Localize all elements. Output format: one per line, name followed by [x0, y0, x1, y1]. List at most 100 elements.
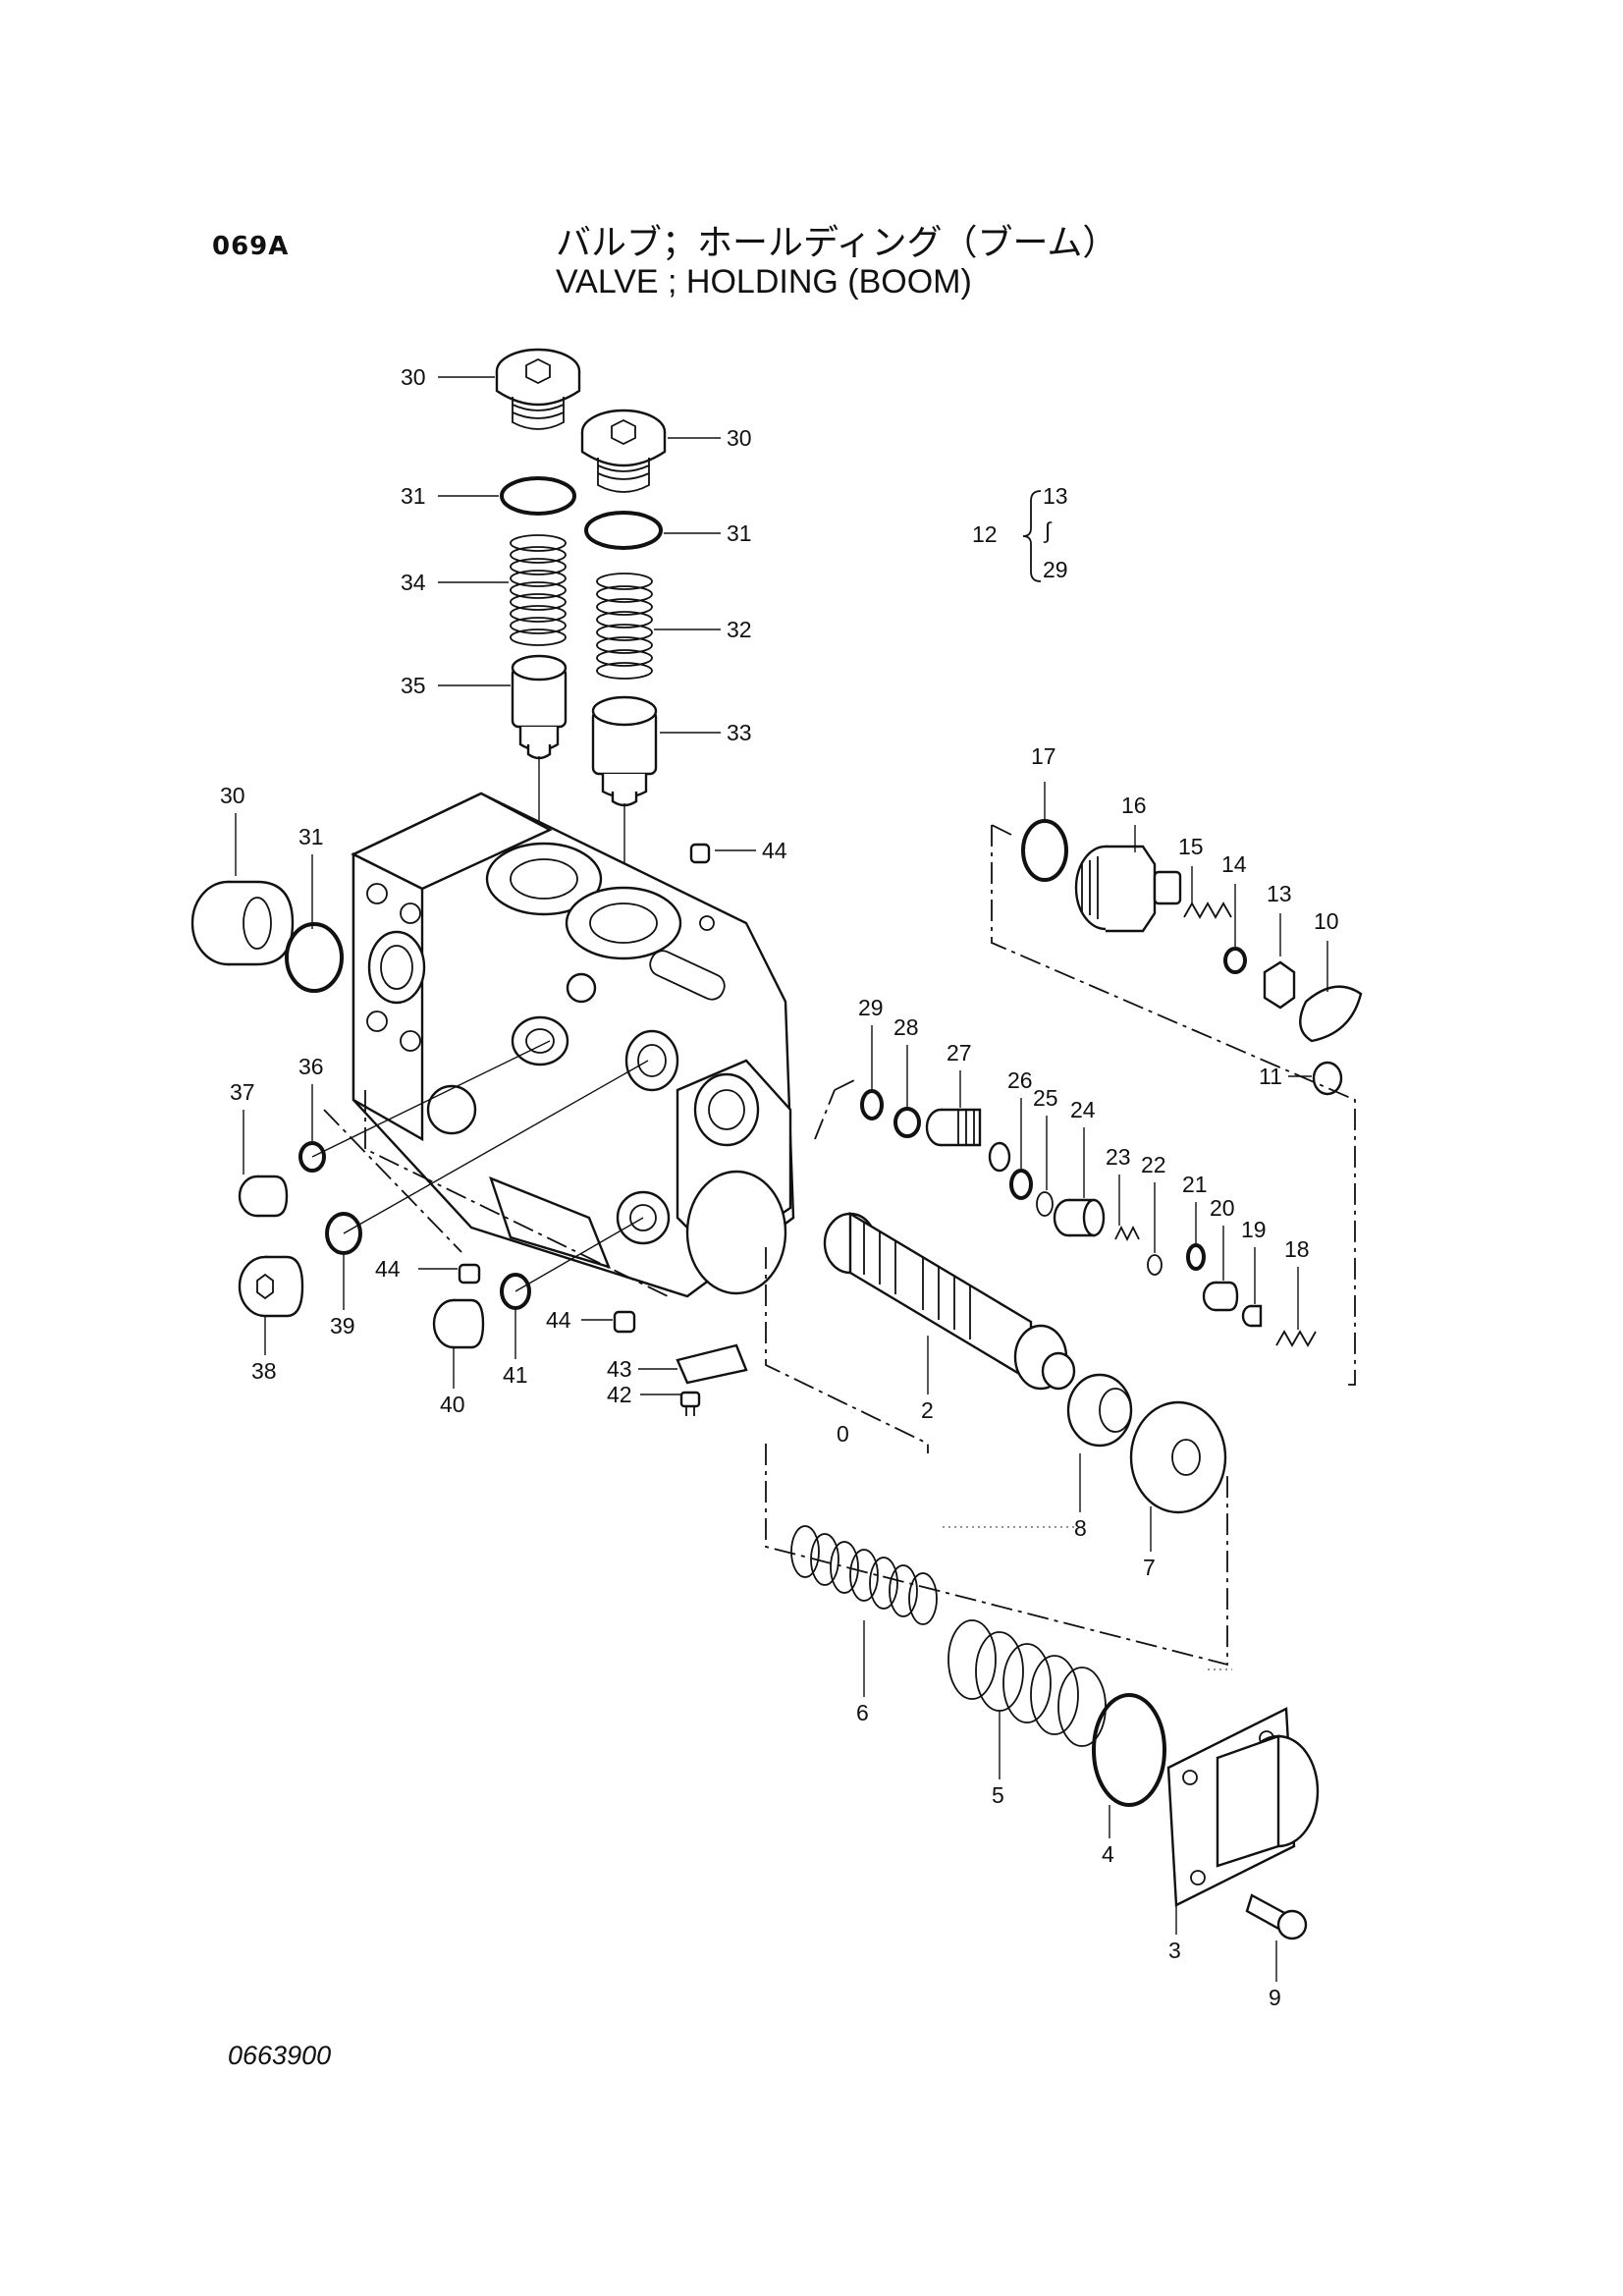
- poppet-35: [511, 654, 568, 760]
- callout-15: 15: [1178, 834, 1204, 859]
- spring-34: [510, 534, 567, 646]
- callout-44-left: 44: [375, 1256, 401, 1282]
- o-ring-31-top-left: [500, 476, 576, 516]
- callout-5: 5: [992, 1782, 1004, 1808]
- callout-28: 28: [893, 1014, 919, 1040]
- phantom-lines-middle: [814, 1079, 855, 1140]
- ring-21: [1186, 1243, 1206, 1271]
- spring-18: [1275, 1330, 1317, 1347]
- callout-30-top-left: 30: [401, 364, 426, 390]
- callout-7: 7: [1143, 1555, 1156, 1580]
- callout-30-left: 30: [220, 783, 245, 808]
- callout-numbers: 30 30 31 31 34 32 35 33 30 31 44 17 16 1…: [220, 364, 1339, 2010]
- callout-19: 19: [1241, 1217, 1267, 1242]
- screw-42: [679, 1391, 701, 1416]
- callout-34: 34: [401, 570, 426, 595]
- callout-37: 37: [230, 1079, 255, 1105]
- callout-43: 43: [607, 1356, 632, 1382]
- callout-23: 23: [1106, 1144, 1131, 1170]
- callout-10: 10: [1314, 908, 1339, 934]
- cap-11: [1312, 1061, 1343, 1096]
- callout-41: 41: [503, 1362, 528, 1388]
- plug-38: [238, 1255, 304, 1318]
- sleeve-27: [925, 1108, 1011, 1173]
- callout-31-left: 31: [298, 824, 324, 849]
- ring-8: [1066, 1373, 1133, 1448]
- plug-37: [238, 1175, 289, 1218]
- title-english: VALVE ; HOLDING (BOOM): [556, 263, 972, 301]
- callout-11: 11: [1259, 1064, 1282, 1089]
- phantom-lines-left: [323, 1090, 669, 1297]
- ring-28: [893, 1107, 921, 1138]
- callout-22: 22: [1141, 1152, 1166, 1177]
- plug-20: [1202, 1281, 1239, 1312]
- callout-44-top: 44: [762, 838, 787, 863]
- plug-44-small-top: [689, 843, 711, 864]
- callout-4: 4: [1102, 1841, 1114, 1867]
- spring-23: [1114, 1225, 1140, 1242]
- plug-30-top-right: [580, 409, 667, 493]
- kit-range-symbol: ∫: [1043, 518, 1053, 543]
- callout-24: 24: [1070, 1097, 1096, 1122]
- callout-14: 14: [1221, 851, 1247, 877]
- spring-15: [1183, 902, 1232, 919]
- plug-30-left: [190, 880, 295, 966]
- callout-30-top-right: 30: [727, 425, 752, 451]
- phantom-line-0: [765, 1247, 929, 1453]
- o-ring-31-left: [285, 922, 344, 993]
- callout-35: 35: [401, 673, 426, 698]
- callout-38: 38: [251, 1358, 277, 1384]
- brace-icon: [1022, 490, 1042, 582]
- callout-16: 16: [1121, 793, 1147, 818]
- callout-33: 33: [727, 720, 752, 745]
- callout-32: 32: [727, 617, 752, 642]
- check-valve-16: [1074, 845, 1182, 933]
- valve-body: [351, 792, 795, 1298]
- callout-36: 36: [298, 1054, 324, 1079]
- callout-21: 21: [1182, 1172, 1208, 1197]
- callout-2: 2: [921, 1397, 934, 1423]
- sleeve-24: [1053, 1198, 1106, 1237]
- callout-18: 18: [1284, 1236, 1310, 1262]
- leader-lines: [235, 376, 1328, 1982]
- poppet-33: [591, 695, 658, 807]
- phantom-lines-right-upper-start: [991, 824, 1012, 836]
- plug-30-top-left: [495, 348, 581, 430]
- callout-44-bottom: 44: [546, 1307, 571, 1333]
- kit-range-start: 13: [1043, 483, 1068, 509]
- cover-3: [1166, 1707, 1320, 1907]
- spring-5: [947, 1619, 1107, 1747]
- callout-27: 27: [947, 1040, 972, 1066]
- callout-39: 39: [330, 1313, 355, 1339]
- phantom-lines-lower: [765, 1444, 1228, 1667]
- callout-13: 13: [1267, 881, 1292, 906]
- clip-10: [1299, 985, 1363, 1043]
- plug-40: [432, 1298, 485, 1349]
- spring-6: [790, 1525, 938, 1625]
- o-ring-31-top-right: [584, 511, 663, 550]
- pin-19: [1241, 1304, 1263, 1328]
- bolt-9: [1245, 1893, 1308, 1941]
- callout-8: 8: [1074, 1515, 1087, 1541]
- o-ring-39: [325, 1212, 362, 1255]
- callout-42: 42: [607, 1382, 632, 1407]
- plate-43: [676, 1343, 748, 1385]
- callout-3: 3: [1168, 1938, 1181, 1963]
- o-ring-26: [1009, 1169, 1033, 1200]
- callout-6: 6: [856, 1700, 869, 1725]
- spring-32: [596, 573, 653, 680]
- washer-7: [1129, 1400, 1227, 1514]
- callout-26: 26: [1007, 1067, 1033, 1093]
- callout-0: 0: [837, 1421, 849, 1447]
- plug-44-small-b: [613, 1310, 636, 1334]
- ring-14: [1223, 947, 1247, 974]
- callout-20: 20: [1210, 1195, 1235, 1221]
- ring-22: [1147, 1254, 1163, 1276]
- callout-40: 40: [440, 1392, 465, 1417]
- kit-range-end: 29: [1043, 557, 1068, 582]
- callout-29: 29: [858, 995, 884, 1020]
- callout-31-top-left: 31: [401, 483, 426, 509]
- nut-13: [1263, 960, 1296, 1010]
- callout-25: 25: [1033, 1085, 1058, 1111]
- title-japanese: バルブ；ホールディング（ブーム）: [556, 223, 1118, 263]
